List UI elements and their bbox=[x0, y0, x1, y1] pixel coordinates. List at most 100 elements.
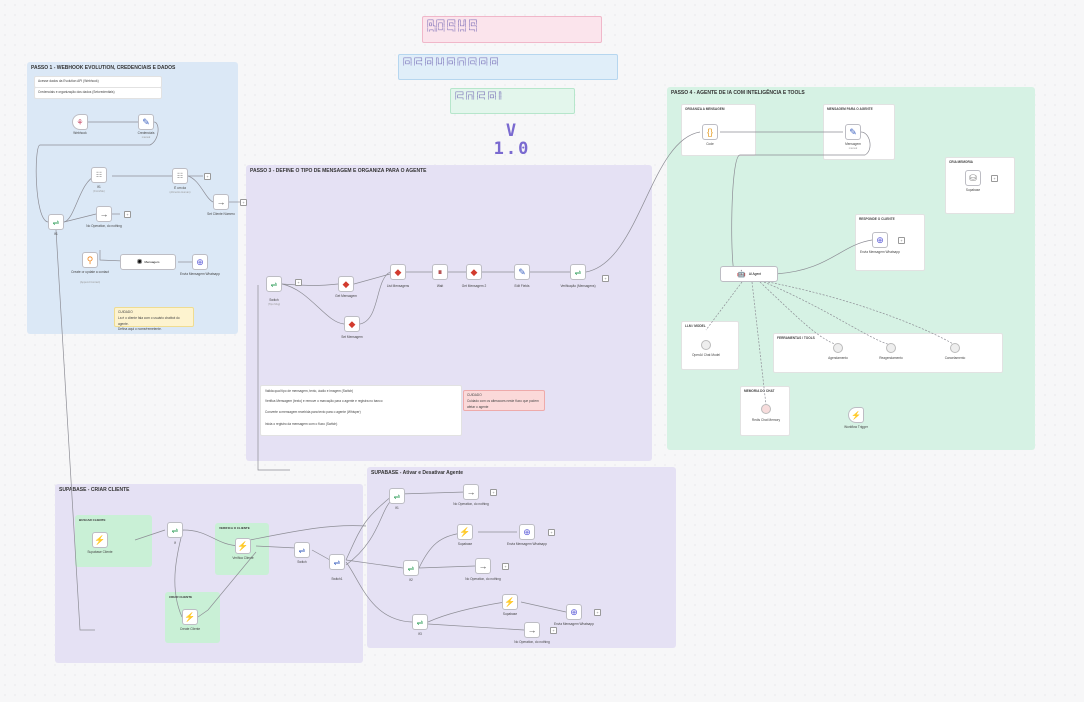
sb-switch1-node[interactable]: ⇌ bbox=[329, 554, 345, 570]
node-label: If1 bbox=[54, 232, 58, 236]
switch-icon: ⇌ bbox=[52, 217, 60, 227]
redis-list-node[interactable]: ◆ bbox=[390, 264, 406, 280]
arrow-right-icon: → bbox=[99, 209, 109, 219]
add-node-button[interactable]: + bbox=[550, 627, 557, 634]
node-label: Cancelamento bbox=[944, 356, 966, 360]
sb2-if2-node[interactable]: ⇌ bbox=[403, 560, 419, 576]
code-node[interactable]: {} bbox=[702, 124, 718, 140]
tool-reagendamento[interactable] bbox=[886, 343, 896, 353]
model-circle[interactable] bbox=[701, 340, 711, 350]
globe-icon: ⊕ bbox=[876, 234, 884, 245]
tool-agendamento[interactable] bbox=[833, 343, 843, 353]
sb2-if1-node[interactable]: ⇌ bbox=[389, 488, 405, 504]
workflow-trigger-node[interactable]: ⚡ bbox=[848, 407, 864, 423]
add-node-button[interactable]: + bbox=[898, 237, 905, 244]
create-contact-node[interactable]: ⚲ bbox=[82, 252, 98, 268]
add-node-button[interactable]: + bbox=[548, 529, 555, 536]
sb-switch-node[interactable]: ⇌ bbox=[294, 542, 310, 558]
set-number-node[interactable]: → bbox=[213, 194, 229, 210]
add-node-button[interactable]: + bbox=[490, 489, 497, 496]
node-label: No Operation, do nothing bbox=[86, 224, 122, 228]
box-tools: FERRAMENTAS / TOOLS bbox=[773, 333, 1003, 373]
send-agent-node[interactable]: ✺Mensagem bbox=[120, 254, 176, 270]
filter-icon: ☷ bbox=[176, 173, 184, 180]
note-s3-b: Verifica Mensagem (texto) e remove o mar… bbox=[265, 399, 383, 403]
pause-icon: ⏸ bbox=[437, 266, 443, 277]
node-label: Set Cliente Número bbox=[207, 212, 235, 216]
if-fromme-node[interactable]: ☷ bbox=[91, 167, 107, 183]
edit-fields-node[interactable]: ✎ bbox=[514, 264, 530, 280]
node-label: Envia Mensagem Whatsapp/Direct bbox=[507, 542, 547, 546]
add-node-button[interactable]: + bbox=[602, 275, 609, 282]
node-label: If2 bbox=[409, 578, 413, 582]
node-label: Agendamento bbox=[828, 356, 848, 360]
code-icon: {} bbox=[706, 127, 713, 137]
node-label: Webhook bbox=[73, 131, 87, 135]
switch-icon: ⇌ bbox=[407, 563, 415, 573]
node-label: List Mensagens bbox=[386, 284, 410, 288]
supabase-icon: ⚡ bbox=[184, 611, 196, 622]
sb2-http1-node[interactable]: ⊕ bbox=[519, 524, 535, 540]
supabase-cliente-node[interactable]: ⚡ bbox=[92, 532, 108, 548]
set-message-node[interactable]: ✎ bbox=[845, 124, 861, 140]
supabase-memory-node[interactable]: ⛁ bbox=[965, 170, 981, 186]
add-node-button[interactable]: + bbox=[991, 175, 998, 182]
sb2-noop1-node[interactable]: → bbox=[463, 484, 479, 500]
node-label: Switch1 bbox=[331, 577, 343, 581]
if-human-node[interactable]: ☷ bbox=[172, 168, 188, 184]
noop-node[interactable]: → bbox=[96, 206, 112, 222]
node-label: Wait bbox=[436, 284, 444, 288]
sb2-noop3-node[interactable]: → bbox=[524, 622, 540, 638]
sb-if-node[interactable]: ⇌ bbox=[167, 522, 183, 538]
node-label: Supabase bbox=[502, 612, 518, 616]
add-node-button[interactable]: + bbox=[240, 199, 247, 206]
create-cliente-node[interactable]: ⚡ bbox=[182, 609, 198, 625]
contact-icon: ⚲ bbox=[86, 254, 94, 265]
http-request-node[interactable]: ⊕ bbox=[192, 254, 208, 270]
switch-verificacao-node[interactable]: ⇌ bbox=[570, 264, 586, 280]
box-organiza: ORGANIZA A MENSAGEM bbox=[681, 104, 756, 156]
node-label: Get Mensagem bbox=[335, 294, 357, 298]
tool-cancelamento[interactable] bbox=[950, 343, 960, 353]
webhook-node[interactable]: ⚘ bbox=[72, 114, 88, 130]
note-s3-a: Valida qual tipo de mensagem, texto, áud… bbox=[265, 389, 354, 393]
ai-agent-node[interactable]: 🤖AI Agent bbox=[720, 266, 778, 282]
section-passo-1[interactable]: PASSO 1 - WEBHOOK EVOLUTION, CREDENCIAIS… bbox=[27, 62, 238, 334]
sb2-supabase2-node[interactable]: ⚡ bbox=[502, 594, 518, 610]
sb2-noop2-node[interactable]: → bbox=[475, 558, 491, 574]
switch-icon: ⇌ bbox=[270, 279, 278, 289]
if-main-node[interactable]: ⇌ bbox=[48, 214, 64, 230]
node-label: Create or update a contact bbox=[71, 270, 109, 274]
redis-get2-node[interactable]: ◆ bbox=[466, 264, 482, 280]
node-label: Credenciais bbox=[137, 131, 155, 135]
add-node-button[interactable]: + bbox=[594, 609, 601, 616]
wait-node[interactable]: ⏸ bbox=[432, 264, 448, 280]
arrow-right-icon: → bbox=[478, 561, 488, 571]
node-label: Switch bbox=[269, 298, 279, 302]
node-label: Reagendamento bbox=[879, 356, 903, 360]
add-node-button[interactable]: + bbox=[295, 279, 302, 286]
supabase-icon: ⚡ bbox=[94, 534, 106, 545]
note-credenciais: Credenciais e organização dos dados (Set… bbox=[34, 87, 162, 99]
node-label: Supabase bbox=[965, 188, 981, 192]
set-credentials-node[interactable]: ✎ bbox=[138, 114, 154, 130]
supabase-icon: ⚡ bbox=[504, 596, 516, 607]
sb2-http2-node[interactable]: ⊕ bbox=[566, 604, 582, 620]
switch-node[interactable]: ⇌ bbox=[266, 276, 282, 292]
redis-set-node[interactable]: ◆ bbox=[344, 316, 360, 332]
http-response-node[interactable]: ⊕ bbox=[872, 232, 888, 248]
memory-circle[interactable] bbox=[761, 404, 771, 414]
node-label: If bbox=[174, 541, 176, 545]
node-label: Workflow Trigger bbox=[844, 425, 868, 429]
add-node-button[interactable]: + bbox=[502, 563, 509, 570]
verifica-cliente-node[interactable]: ⚡ bbox=[235, 538, 251, 554]
redis-get-node[interactable]: ◆ bbox=[338, 276, 354, 292]
add-node-button[interactable]: + bbox=[124, 211, 131, 218]
sb2-supabase1-node[interactable]: ⚡ bbox=[457, 524, 473, 540]
trigger-icon: ⚡ bbox=[851, 410, 861, 420]
sb2-if3-node[interactable]: ⇌ bbox=[412, 614, 428, 630]
add-node-button[interactable]: + bbox=[204, 173, 211, 180]
node-label: Edit Fields bbox=[514, 284, 530, 288]
